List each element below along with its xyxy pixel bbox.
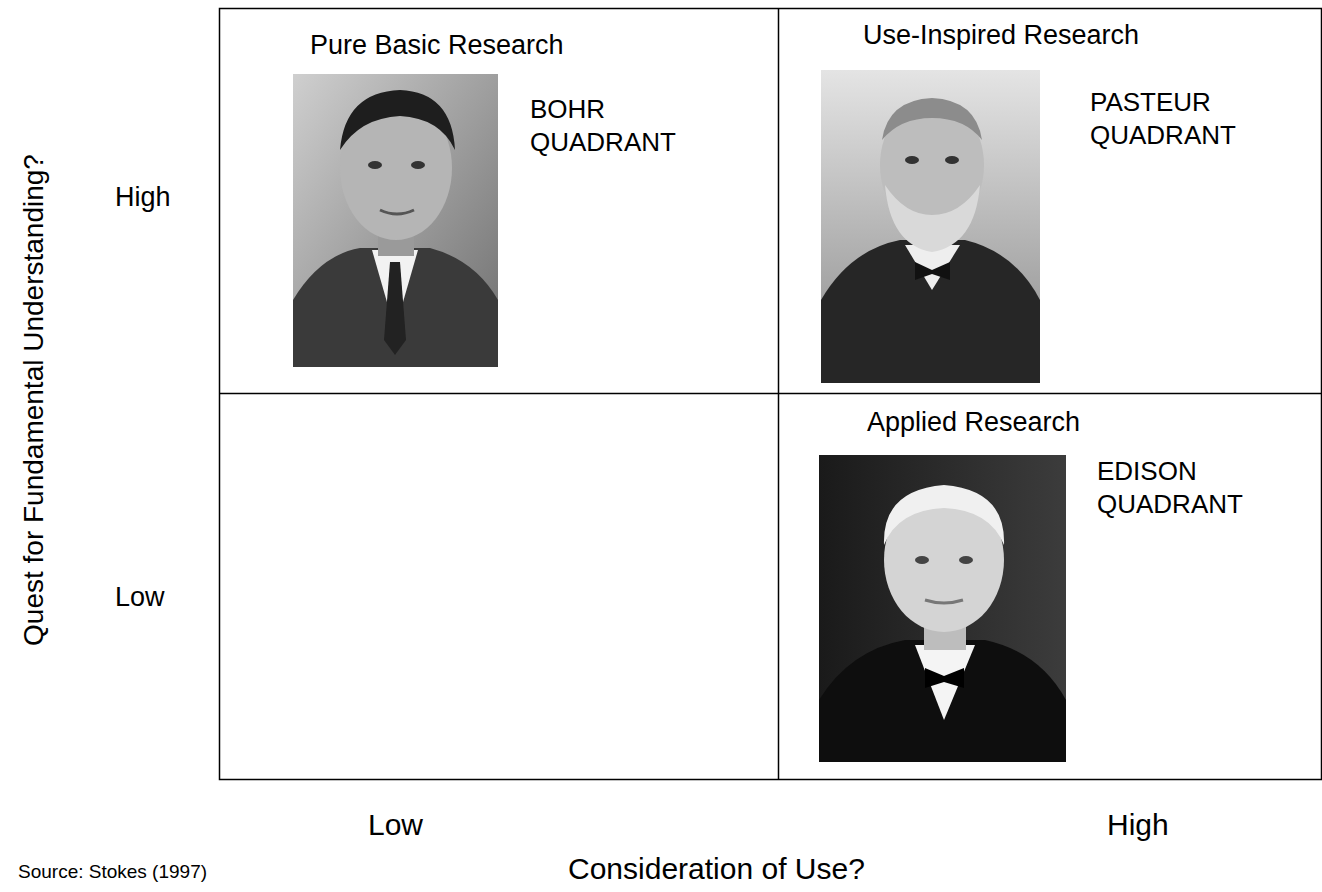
axis-tick: Low — [115, 582, 165, 613]
axis-title: Quest for Fundamental Understanding? — [18, 154, 50, 646]
axis-tick: Low — [368, 808, 423, 842]
grid-border — [220, 9, 1322, 780]
bohr-portrait — [293, 74, 498, 367]
edison-portrait — [819, 455, 1066, 762]
quadrant-title: Pure Basic Research — [310, 30, 564, 61]
source-note: Source: Stokes (1997) — [18, 861, 207, 883]
quadrant-name: PASTEUR QUADRANT — [1090, 86, 1260, 151]
grid-divider — [219, 393, 1322, 395]
axis-tick: High — [115, 182, 171, 213]
quadrant-title: Use-Inspired Research — [863, 20, 1139, 51]
quadrant-title: Applied Research — [867, 407, 1080, 438]
pasteur-portrait — [821, 70, 1040, 383]
quadrant-name: EDISON QUADRANT — [1097, 455, 1267, 520]
quadrant-cell: Use-Inspired ResearchPASTEUR QUADRANT — [778, 8, 1322, 393]
quadrant-cell: Applied ResearchEDISON QUADRANT — [778, 393, 1322, 780]
axis-title: Consideration of Use? — [568, 852, 865, 886]
axis-tick: High — [1107, 808, 1169, 842]
quadrant-cell: Pure Basic ResearchBOHR QUADRANT — [219, 8, 778, 393]
quadrant-name: BOHR QUADRANT — [530, 93, 700, 158]
